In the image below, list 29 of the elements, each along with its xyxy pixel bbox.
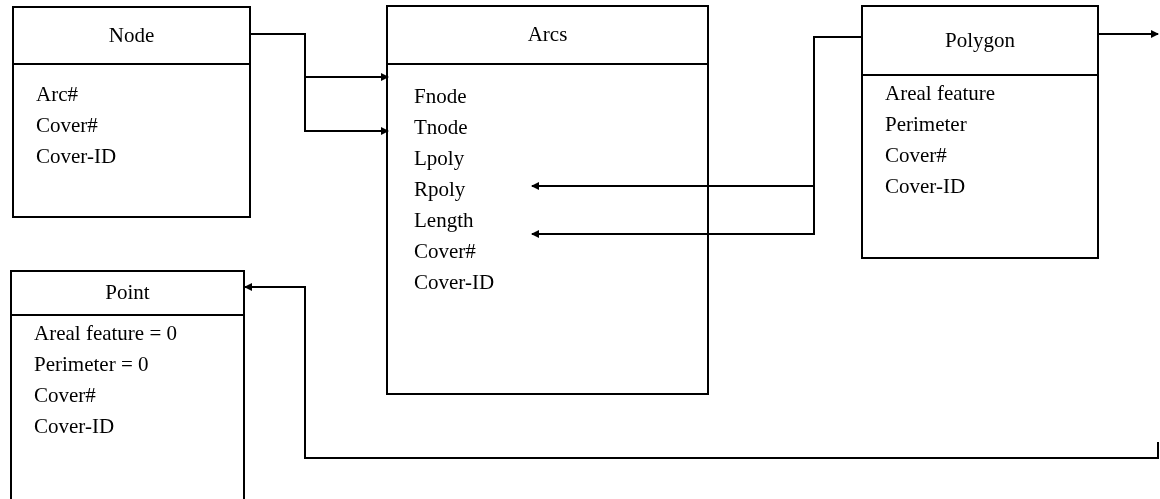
field-row: Fnode [390, 81, 534, 112]
table-box [386, 5, 709, 395]
table-title: Arcs [527, 21, 568, 49]
field-name: Cover# [36, 112, 98, 139]
field-row: Cover# [390, 236, 534, 267]
field-row: Tnode [390, 112, 534, 143]
field-name: Cover-ID [36, 143, 117, 170]
field-name: Cover-ID [885, 173, 966, 200]
arrow [250, 33, 389, 135]
field-row: Rpoly [390, 174, 534, 205]
field-row: Lpoly [390, 143, 534, 174]
field-name: Areal feature = 0 [34, 320, 177, 347]
field-name: Cover-ID [34, 413, 115, 440]
field-row: Cover-ID [390, 267, 534, 298]
table-title: Point [105, 279, 150, 307]
field-name: Perimeter = 0 [34, 351, 149, 378]
arrow [244, 283, 1159, 459]
field-name: Arc# [36, 81, 78, 108]
arrow [1098, 30, 1159, 38]
table-box [12, 6, 251, 218]
field-name: Cover# [34, 382, 96, 409]
table-title: Node [108, 21, 155, 49]
field-row: Length [390, 205, 534, 236]
field-name: Perimeter [885, 111, 967, 138]
field-name: Cover# [885, 142, 947, 169]
table-title: Polygon [945, 26, 1015, 54]
table-box [10, 270, 245, 499]
field-name: Areal feature [885, 80, 996, 107]
table-box [861, 5, 1099, 259]
